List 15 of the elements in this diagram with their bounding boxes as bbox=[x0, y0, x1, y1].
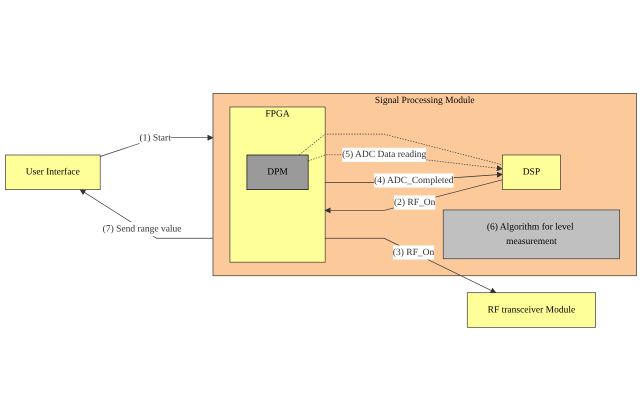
connector bbox=[298, 133, 503, 165]
arrow bbox=[324, 179, 503, 214]
edge-label: (4) ADC_Completed bbox=[374, 175, 454, 186]
node-box: RF transceiver Module bbox=[466, 292, 596, 328]
edge-label: (1) Start bbox=[139, 132, 171, 143]
arrow bbox=[80, 188, 214, 238]
node-box: DSP bbox=[502, 154, 561, 190]
node-box: DPM bbox=[246, 154, 309, 190]
node-box: (6) Algorithm for level measurement bbox=[442, 209, 620, 259]
edge-label: (3) RF_On bbox=[392, 247, 434, 258]
edge-label: (2) RF_On bbox=[394, 197, 436, 208]
node-box: User Interface bbox=[5, 154, 101, 190]
arrow bbox=[324, 238, 496, 293]
edge-label: (5) ADC Data reading bbox=[342, 149, 426, 160]
edge-label: (7) Send range value bbox=[102, 224, 182, 234]
